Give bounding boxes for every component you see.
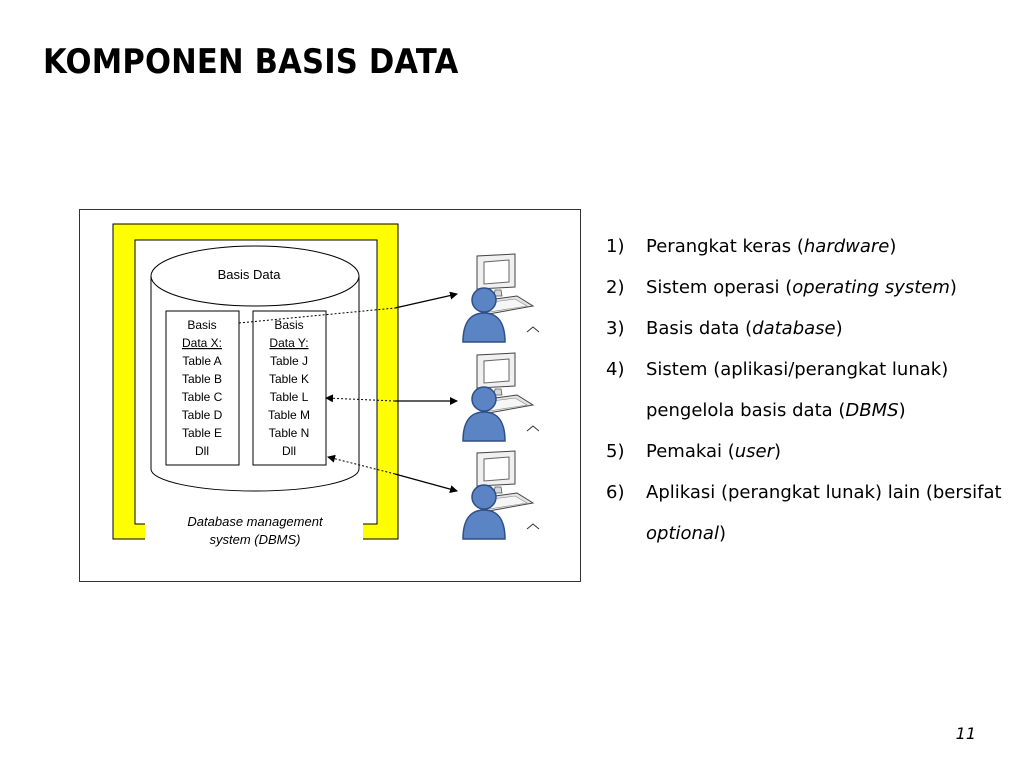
db-x-line-4: Table C: [182, 390, 223, 404]
list-item-text: Perangkat keras (hardware): [646, 226, 1016, 267]
list-item-text: Sistem operasi (operating system): [646, 267, 1016, 308]
db-to-user-3-connector: [327, 454, 396, 475]
database-y-lines: Basis Data Y: Table J Table K Table L Ta…: [268, 318, 310, 458]
database-components-diagram: Basis Data Basis Data X: Table A Table B…: [79, 209, 581, 582]
db-x-line-7: Dll: [195, 444, 209, 458]
list-item-text-italic: database: [752, 318, 836, 339]
user-computer-icon: [462, 253, 540, 343]
list-item-text-italic: hardware: [803, 236, 890, 257]
db-x-line-1: Data X:: [182, 336, 222, 350]
list-item-text: Aplikasi (perangkat lunak) lain (bersifa…: [646, 472, 1016, 554]
list-item-text-close: ): [835, 318, 843, 339]
list-item-number: 4): [606, 359, 625, 380]
list-item-text-plain: Pemakai (: [646, 441, 735, 462]
list-item-text-italic: DBMS: [845, 400, 899, 421]
user-computer-icon: [462, 352, 540, 442]
list-item: 2) Sistem operasi (operating system): [606, 267, 1016, 308]
user-computer-icon: [462, 450, 540, 540]
list-item-number: 2): [606, 277, 625, 298]
db-y-line-1: Data Y:: [269, 336, 308, 350]
list-item-number: 3): [606, 318, 625, 339]
database-x-lines: Basis Data X: Table A Table B Table C Ta…: [182, 318, 223, 458]
list-item-text-close: ): [949, 277, 957, 298]
list-item-text-italic: user: [734, 441, 774, 462]
list-item: 4) Sistem (aplikasi/perangkat lunak) pen…: [606, 349, 1016, 431]
db-y-line-3: Table K: [269, 372, 309, 386]
db-y-line-2: Table J: [270, 354, 308, 368]
list-item: 5) Pemakai (user): [606, 431, 1016, 472]
db-x-line-3: Table B: [182, 372, 222, 386]
db-y-line-7: Dll: [282, 444, 296, 458]
list-item-text-plain: Aplikasi (perangkat lunak) lain (bersifa…: [646, 482, 1002, 503]
db-y-line-6: Table N: [269, 426, 310, 440]
dbms-label-background: [145, 512, 363, 554]
list-item-text-close: ): [898, 400, 906, 421]
database-y-box: [252, 310, 327, 466]
list-item-text-plain: Basis data (: [646, 318, 753, 339]
database-components-list: 1) Perangkat keras (hardware) 2) Sistem …: [606, 226, 1016, 554]
list-item-number: 6): [606, 482, 625, 503]
database-x-box: [165, 310, 240, 466]
db-x-line-0: Basis: [187, 318, 216, 332]
diagram-canvas: Basis Data Basis Data X: Table A Table B…: [112, 223, 540, 554]
page-number: 11: [955, 724, 976, 743]
db-to-user-2-connector: [325, 394, 396, 403]
list-item-number: 1): [606, 236, 625, 257]
dbms-label-line-2: system (DBMS): [210, 532, 301, 547]
dbms-label-line-1: Database management: [187, 514, 324, 529]
list-item-text-close: ): [774, 441, 782, 462]
list-item-text-italic: optional: [646, 523, 719, 544]
slide-title: KOMPONEN BASIS DATA: [43, 42, 459, 82]
list-item-text-plain: Sistem operasi (: [646, 277, 793, 298]
dbms-to-user-3-arrow: [394, 473, 458, 494]
list-item-text-close: ): [889, 236, 897, 257]
cylinder-label: Basis Data: [218, 267, 282, 282]
list-item-text: Basis data (database): [646, 308, 1016, 349]
list-item-text-plain: Perangkat keras (: [646, 236, 804, 257]
db-y-line-0: Basis: [274, 318, 303, 332]
db-y-line-4: Table L: [270, 390, 309, 404]
db-y-line-5: Table M: [268, 408, 310, 422]
list-item-text-close: ): [718, 523, 726, 544]
list-item-text: Sistem (aplikasi/perangkat lunak) pengel…: [646, 349, 1016, 431]
list-item-number: 5): [606, 441, 625, 462]
db-x-line-2: Table A: [182, 354, 221, 368]
list-item-text-plain: Sistem (aplikasi/perangkat lunak) pengel…: [646, 359, 949, 421]
db-x-line-6: Table E: [182, 426, 222, 440]
dbms-frame: [112, 223, 399, 540]
list-item: 1) Perangkat keras (hardware): [606, 226, 1016, 267]
list-item-text: Pemakai (user): [646, 431, 1016, 472]
list-item: 3) Basis data (database): [606, 308, 1016, 349]
list-item: 6) Aplikasi (perangkat lunak) lain (bers…: [606, 472, 1016, 554]
db-x-line-5: Table D: [182, 408, 223, 422]
dbms-to-user-1-arrow: [394, 291, 458, 309]
list-item-text-italic: operating system: [792, 277, 950, 298]
